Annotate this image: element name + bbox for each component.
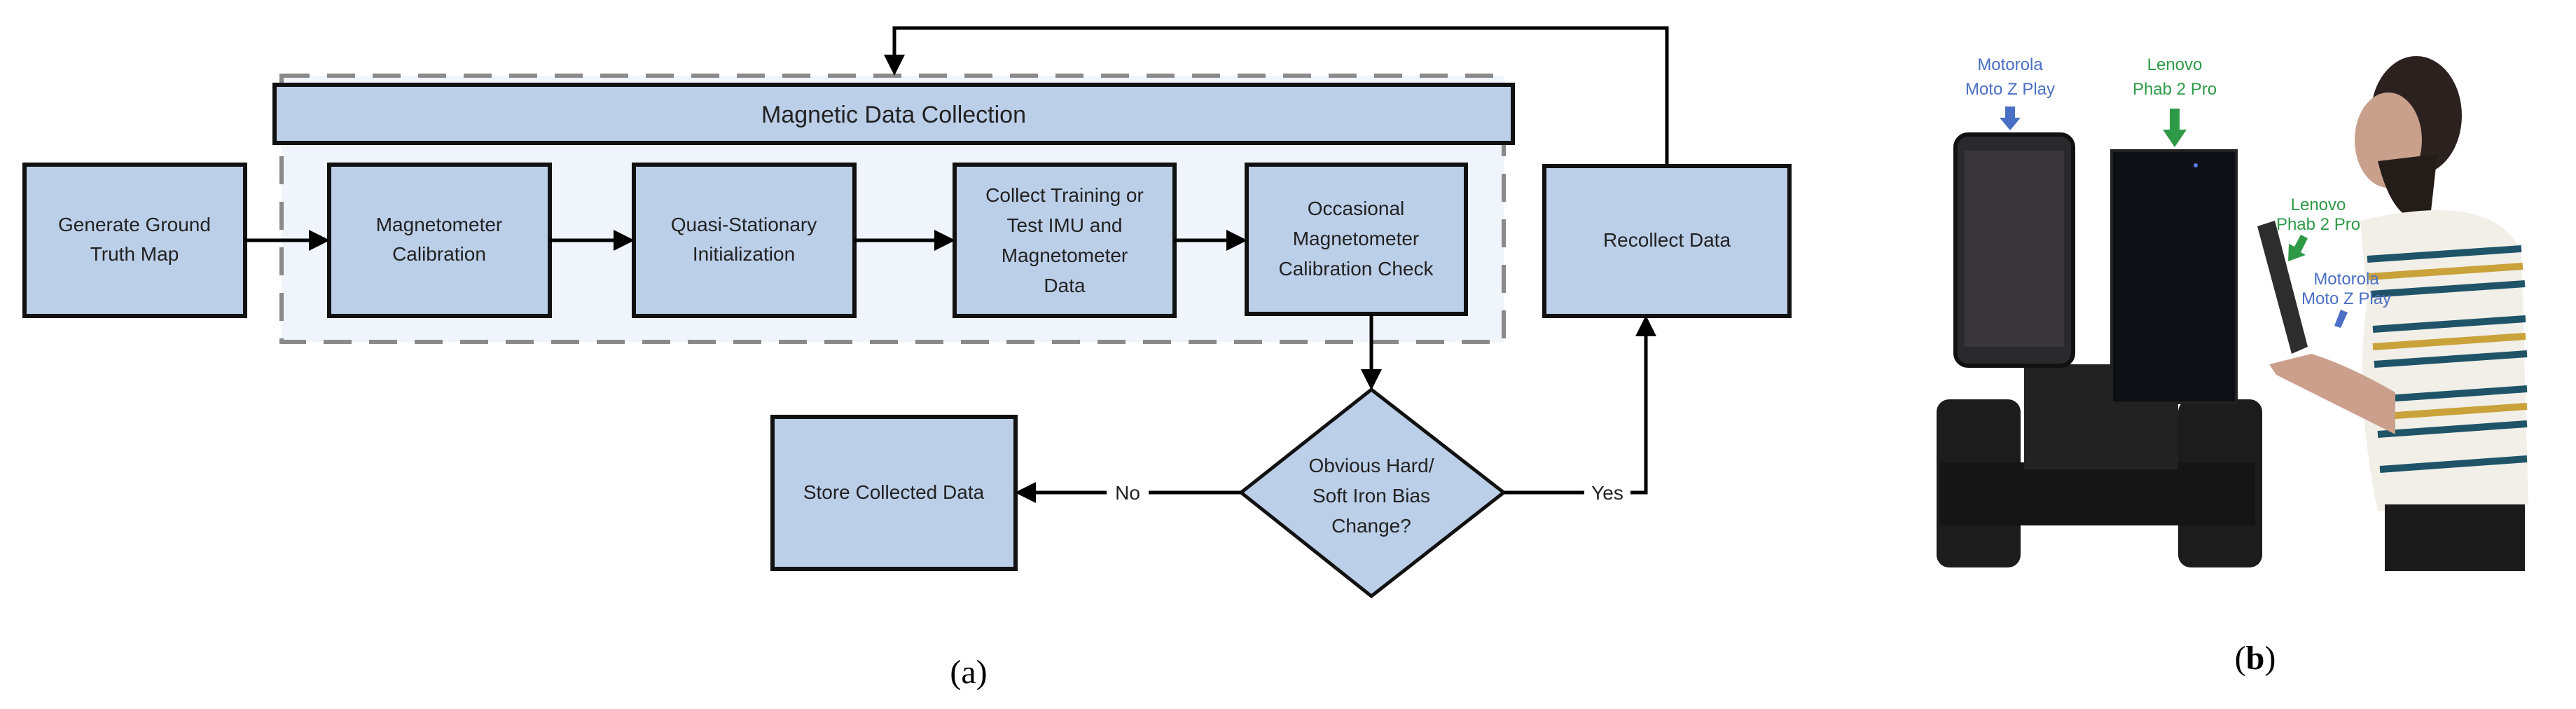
arrow-yes xyxy=(1504,315,1656,495)
box-generate-ground-truth: Generate Ground Truth Map xyxy=(22,163,247,318)
loop-arrow xyxy=(884,26,1669,166)
arrow-down-icon xyxy=(2163,109,2187,147)
caption-a: (a) xyxy=(950,654,987,691)
group-title: Magnetic Data Collection xyxy=(761,102,1026,128)
box-magnetometer-calibration: Magnetometer Calibration xyxy=(327,163,552,318)
box-collect-data: Collect Training or Test IMU and Magneto… xyxy=(953,163,1177,318)
photo-illustration: Motorola Moto Z Play Lenovo Phab 2 Pro L… xyxy=(1937,55,2528,677)
box-text: Recollect Data xyxy=(1603,229,1731,251)
label-lenovo-top: Lenovo Phab 2 Pro xyxy=(2133,55,2217,147)
label-text: Moto Z Play xyxy=(2301,289,2391,308)
box-text: Magnetometer xyxy=(376,214,503,235)
box-text: Quasi-Stationary xyxy=(671,214,817,235)
box-text: Collect Training or xyxy=(985,184,1144,206)
caption-b: (b) xyxy=(2235,640,2276,677)
box-text: Occasional xyxy=(1308,198,1405,219)
label-text: Moto Z Play xyxy=(1965,80,2055,99)
label-text: Lenovo xyxy=(2147,55,2203,74)
label-lenovo-hand: Lenovo Phab 2 Pro xyxy=(2276,195,2360,261)
edge-label-yes: Yes xyxy=(1591,482,1623,504)
robot-car-image xyxy=(1937,132,2262,567)
box-quasi-stationary: Quasi-Stationary Initialization xyxy=(632,163,857,318)
person-image xyxy=(2257,56,2528,571)
edge-label-no: No xyxy=(1115,482,1140,504)
box-text: Initialization xyxy=(693,243,795,265)
box-text: Magnetometer xyxy=(1002,245,1128,266)
group-title-bar xyxy=(272,83,1515,145)
box-store-data: Store Collected Data xyxy=(770,415,1018,571)
box-text: Calibration Check xyxy=(1279,258,1434,280)
decision-text: Soft Iron Bias xyxy=(1313,485,1430,507)
label-text: Motorola xyxy=(1977,55,2043,74)
box-text: Truth Map xyxy=(90,243,179,265)
arrow-down-left-icon xyxy=(2334,310,2348,328)
decision-text: Change? xyxy=(1331,515,1411,537)
box-text: Magnetometer xyxy=(1293,228,1420,249)
label-motorola-hand: Motorola Moto Z Play xyxy=(2301,270,2391,328)
label-motorola-top: Motorola Moto Z Play xyxy=(1965,55,2055,130)
decision-text: Obvious Hard/ xyxy=(1309,455,1434,476)
box-calibration-check: Occasional Magnetometer Calibration Chec… xyxy=(1245,163,1468,316)
arrow-down-icon xyxy=(2000,106,2021,130)
label-text: Phab 2 Pro xyxy=(2276,215,2360,234)
box-text: Calibration xyxy=(392,243,486,265)
label-text: Phab 2 Pro xyxy=(2133,80,2217,99)
box-text: Generate Ground xyxy=(58,214,211,235)
label-text: Motorola xyxy=(2313,270,2379,289)
flowchart: Magnetic Data Collection Generate Ground… xyxy=(22,26,1792,691)
box-text: Data xyxy=(1044,275,1086,296)
arrow-down-left-icon xyxy=(2288,235,2308,261)
box-text: Store Collected Data xyxy=(803,481,985,503)
box-recollect-data: Recollect Data xyxy=(1542,164,1792,318)
decision-diamond: Obvious Hard/ Soft Iron Bias Change? xyxy=(1238,387,1507,599)
box-text: Test IMU and xyxy=(1007,214,1123,236)
label-text: Lenovo xyxy=(2291,195,2346,214)
